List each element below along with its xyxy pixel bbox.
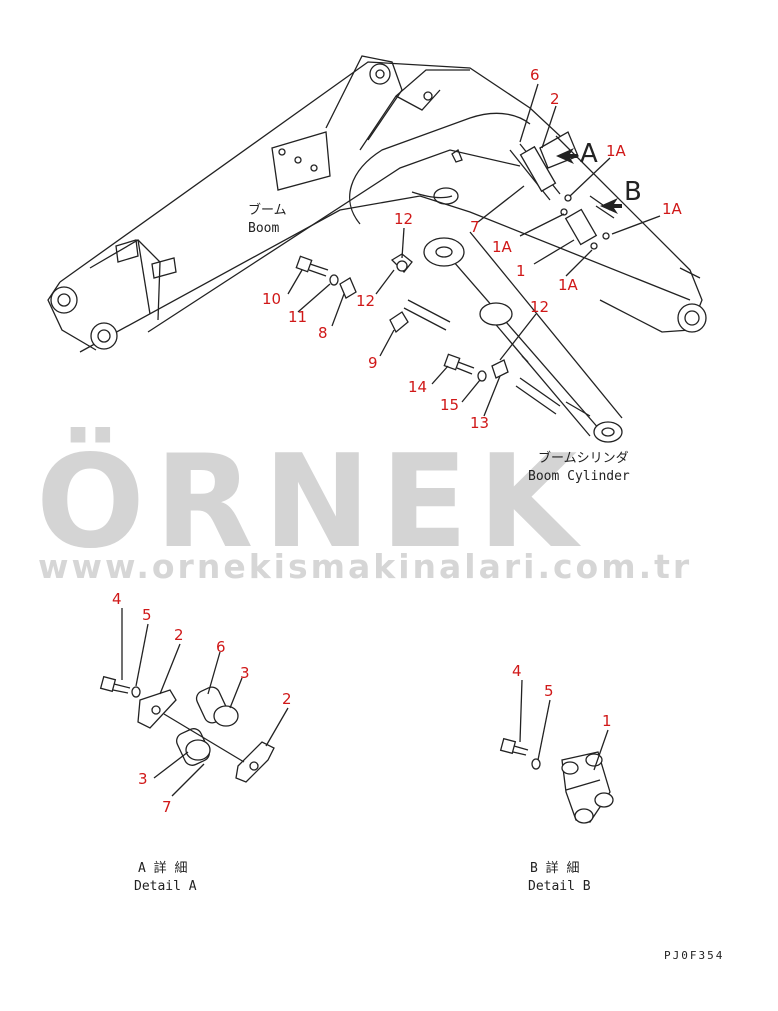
part-label: 11 [288,308,307,326]
part-label: 4 [112,590,122,608]
part-label: 12 [530,298,549,316]
part-label: 7 [162,798,172,816]
part-label: 3 [138,770,148,788]
part-label: 12 [356,292,375,310]
part-label: 1 [516,262,526,280]
watermark-brand: ÖRNEK [36,427,587,577]
detail-b-title-en: Detail B [528,879,591,894]
part-label: 6 [216,638,226,656]
part-label: 5 [142,606,152,624]
part-label: 7 [470,218,480,236]
main-part-labels: 6 2 1A 1A 7 1A 1 1A 12 10 12 11 12 8 9 1… [262,66,683,432]
part-label: 6 [530,66,540,84]
part-label: 15 [440,396,459,414]
part-label: 1 [602,712,612,730]
part-label: 2 [282,690,292,708]
part-label: 1A [558,276,579,294]
part-label: 1A [492,238,513,256]
detail-b-leaders [519,679,609,771]
detail-b-drawing [499,737,614,824]
part-label: 14 [408,378,427,396]
detail-b-part-labels: 4 5 1 [512,662,612,730]
part-label: 2 [174,626,184,644]
detail-a-drawing [99,675,275,783]
part-label: 5 [544,682,554,700]
arrow-a-icon [556,148,578,164]
part-label: 2 [550,90,560,108]
boom-cylinder-drawing [423,231,623,443]
main-assembly: ブーム Boom ブームシリンダ Boom Cylinder A B 6 2 1… [47,55,707,484]
part-label: 4 [512,662,522,680]
arrow-b-icon [600,198,622,214]
detail-marker-b: B [624,177,642,207]
detail-b: 4 5 1 B 詳 細 Detail B [499,662,614,894]
detail-marker-a: A [580,139,598,169]
cylinder-label-en: Boom Cylinder [528,469,630,484]
boom-label-jp: ブーム [248,202,287,218]
detail-a-title-en: Detail A [134,879,197,894]
detail-a-leaders [121,608,289,797]
part-label: 10 [262,290,281,308]
boom-label-en: Boom [248,221,279,236]
watermark-url: www.ornekismakinalari.com.tr [38,547,692,586]
detail-a-title-jp: A 詳 細 [138,860,187,876]
cylinder-label-jp: ブームシリンダ [538,450,629,466]
drawing-code: PJ0F354 [664,949,724,962]
boom-drawing [47,55,707,353]
leader-lines [287,83,661,417]
part-label: 8 [318,324,328,342]
part-label: 13 [470,414,489,432]
detail-b-title-jp: B 詳 細 [530,860,579,876]
fastener-drawing [295,255,487,382]
detail-a: 4 5 2 6 3 2 3 7 A 詳 細 Detail A [99,590,292,894]
part-label: 3 [240,664,250,682]
detail-a-part-labels: 4 5 2 6 3 2 3 7 [112,590,292,816]
detail-arrows [556,148,622,214]
part-label: 1A [662,200,683,218]
part-label: 9 [368,354,378,372]
hose-drawing [339,131,615,415]
part-label: 1A [606,142,627,160]
part-label: 12 [394,210,413,228]
watermark: ÖRNEK www.ornekismakinalari.com.tr [36,427,692,586]
